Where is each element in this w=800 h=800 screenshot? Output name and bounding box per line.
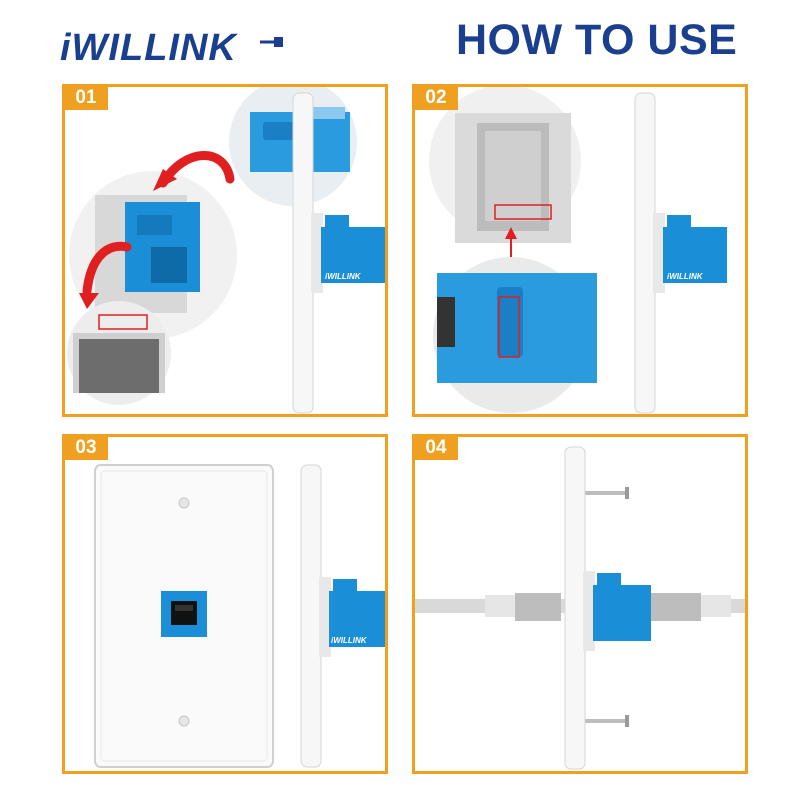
step-panel-2: 02 iWILLINK (412, 84, 748, 417)
mounting-screw-icon (585, 487, 629, 727)
wall-plate-front-view (94, 464, 274, 768)
keystone-logo: iWILLINK (667, 272, 704, 281)
step-2-illustration: iWILLINK (429, 87, 727, 414)
jack-insertion-circle (69, 171, 237, 339)
step-panel-4: 04 (412, 434, 748, 774)
brand-logo: iWILLINK (60, 27, 283, 69)
keystone-logo: iWILLINK (331, 636, 368, 645)
ethernet-cable (415, 593, 745, 621)
step-panel-1: 01 (62, 84, 388, 417)
step-number-badge: 01 (65, 87, 108, 110)
brand-logo-text: iWILLINK (60, 27, 238, 69)
plate-opening-circle (429, 87, 581, 243)
jack-latch-circle (433, 257, 597, 413)
step-3-illustration: iWILLINK (94, 464, 385, 768)
red-arrow-icon (79, 151, 235, 309)
step-4-illustration (415, 446, 745, 770)
step-panel-3: 03 iWILLINK (62, 434, 388, 774)
step-number-badge: 03 (65, 437, 108, 460)
page-title: HOW TO USE (456, 16, 738, 64)
keystone-logo: iWILLINK (325, 272, 362, 281)
wall-plate-side-view (564, 446, 651, 770)
wall-plate-side-view: iWILLINK (292, 92, 385, 414)
step-number-badge: 04 (415, 437, 458, 460)
step-1-illustration: iWILLINK (67, 87, 385, 414)
step-number-badge: 02 (415, 87, 458, 110)
wall-plate-side-view: iWILLINK (634, 92, 727, 414)
wall-plate-side-view: iWILLINK (300, 464, 385, 768)
opening-detail-circle (67, 301, 171, 405)
